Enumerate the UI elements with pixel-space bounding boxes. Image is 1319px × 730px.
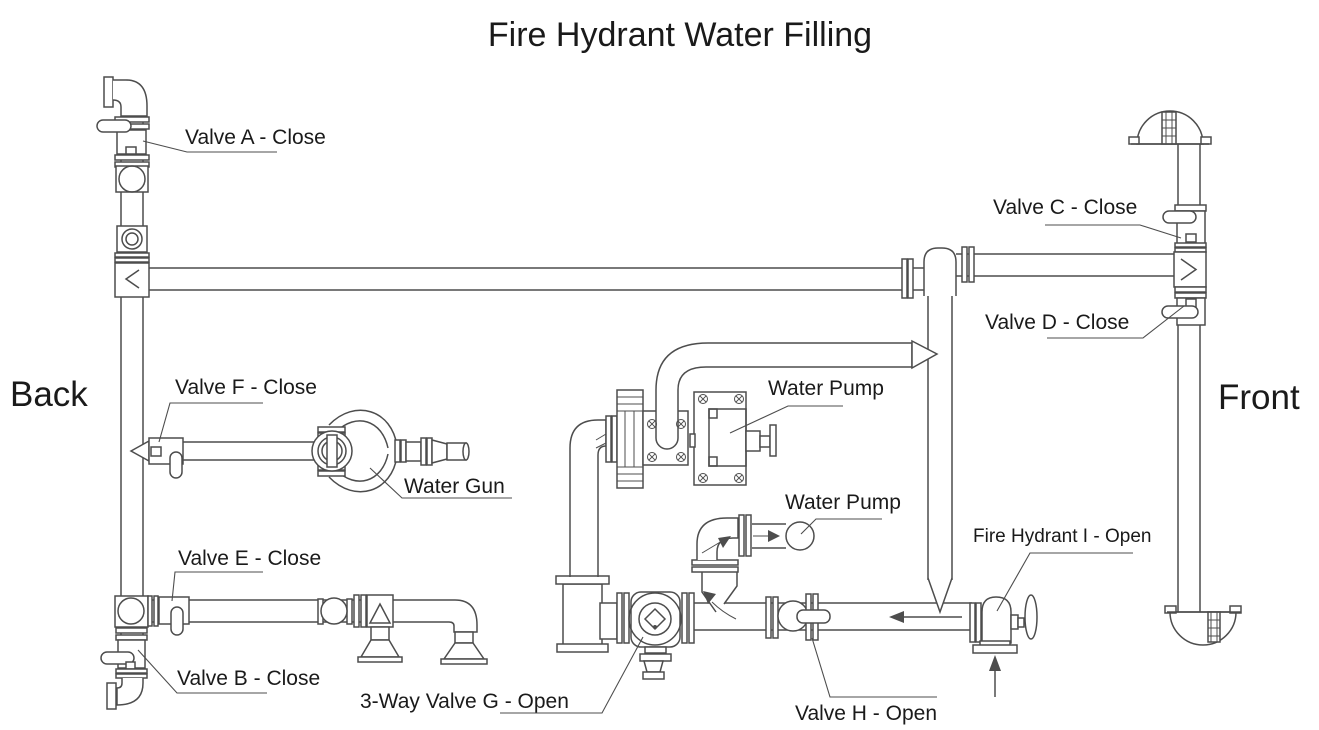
main-pipe-tee-front — [1173, 251, 1207, 299]
pipe-flange — [103, 76, 114, 108]
back-riser-pipe — [96, 76, 150, 710]
valve-a-label: Valve A - Close — [185, 126, 326, 149]
bottom-pipe-run — [694, 577, 972, 631]
valve-b — [100, 639, 148, 679]
leader-valve-g — [500, 636, 644, 714]
valve-f — [148, 437, 184, 479]
pipe-flange — [907, 258, 914, 299]
leader-water-pump-secondary — [800, 518, 882, 535]
water-pump-secondary-label: Water Pump — [785, 491, 901, 514]
leader-valve-d — [1047, 305, 1185, 339]
pipe-flange — [901, 258, 908, 299]
water-pump-main-assembly — [569, 339, 939, 577]
valve-e-handle — [170, 606, 184, 636]
secondary-pump-branch — [691, 514, 815, 620]
pipe-flange — [968, 246, 975, 283]
downcomer-pipe — [927, 296, 953, 580]
strainer-tee — [357, 594, 403, 663]
hydrant-i-label: Fire Hydrant I - Open — [973, 526, 1151, 547]
leader-water-pump-main — [729, 405, 843, 434]
valve-f-handle — [169, 451, 183, 479]
valve-a — [96, 119, 150, 168]
leader-valve-b — [137, 649, 267, 694]
valve-e-branch — [147, 594, 488, 665]
water-gun — [311, 409, 470, 493]
downcomer-outlet-arrow — [927, 577, 953, 615]
orientation-back-label: Back — [10, 375, 88, 414]
hydrant-bonnet — [981, 596, 1012, 644]
tee-junction-fitting — [923, 247, 957, 296]
leader-lines — [137, 140, 1185, 714]
valve-f-branch — [148, 409, 470, 493]
bell-foot — [359, 639, 401, 658]
flow-arrow-icon — [718, 536, 731, 548]
valve-h-handle — [796, 609, 831, 624]
round-coupling — [317, 597, 353, 625]
leader-water-gun — [369, 467, 512, 499]
flow-arrow-up-icon — [989, 655, 1001, 671]
labels: Fire Hydrant Water Filling Back Front Va… — [10, 16, 1300, 725]
flow-arrow-left-icon — [889, 611, 904, 623]
valve-f-label: Valve F - Close — [175, 376, 317, 399]
flow-arrow-icon — [768, 530, 780, 542]
main-pipe-run — [149, 246, 1174, 299]
branch-elbow — [696, 517, 739, 560]
stand-pipe — [562, 583, 603, 646]
valve-b-label: Valve B - Close — [177, 667, 320, 690]
top-elbow — [112, 79, 148, 117]
valve-d-handle — [1161, 305, 1199, 319]
dome-top — [1128, 110, 1212, 145]
leader-valve-h — [811, 637, 937, 698]
bottom-elbow — [116, 678, 144, 706]
sight-glass-coupling — [114, 225, 150, 263]
flow-arrow-right-icon — [911, 339, 939, 370]
valve-g-label: 3-Way Valve G - Open — [360, 690, 569, 713]
valve-h-label: Valve H - Open — [795, 702, 937, 725]
leader-hydrant-i — [996, 552, 1133, 612]
valve-d-label: Valve D - Close — [985, 311, 1129, 334]
flow-chevron-left-icon — [124, 269, 140, 289]
water-pump-main-label: Water Pump — [768, 377, 884, 400]
hydrant-handwheel — [1024, 594, 1038, 640]
valve-a-handle — [96, 119, 132, 133]
valve-c-handle — [1162, 210, 1197, 224]
water-gun-label: Water Gun — [404, 475, 505, 498]
front-riser-pipe — [1128, 110, 1242, 646]
fire-hydrant-i — [969, 594, 1038, 697]
three-way-valve-g — [555, 575, 695, 680]
gun-nozzle-cone — [431, 439, 448, 464]
main-pipe-tee — [114, 262, 150, 298]
orientation-front-label: Front — [1218, 378, 1300, 417]
flow-chevron-right-icon — [1180, 258, 1198, 281]
pump-shaft — [745, 424, 777, 457]
leader-valve-e — [171, 571, 263, 602]
branch-ball-tee — [114, 595, 149, 641]
diagram-title: Fire Hydrant Water Filling — [488, 16, 872, 54]
valve-e — [158, 596, 190, 636]
pipe-flange — [961, 246, 968, 283]
valve-d — [1161, 297, 1206, 326]
end-elbow-foot — [440, 599, 488, 665]
pump-inlet-elbow — [569, 419, 607, 490]
branch-arrow-fitting — [129, 439, 150, 463]
pump-motor — [616, 389, 644, 489]
valve-c — [1162, 210, 1207, 253]
pump-casing — [689, 391, 747, 486]
leader-valve-a — [142, 140, 277, 153]
leader-valve-c — [1045, 224, 1182, 239]
bell-foot — [442, 642, 486, 660]
pipe-flange — [106, 682, 117, 710]
leader-valve-f — [158, 402, 263, 443]
water-pump-secondary-symbol — [785, 521, 815, 551]
ball-coupling — [115, 165, 149, 193]
valve-c-label: Valve C - Close — [993, 196, 1137, 219]
flow-arrow-icon — [703, 591, 716, 604]
valve-b-handle — [100, 651, 135, 665]
valve-h — [765, 593, 831, 641]
pump-discharge-pipe — [655, 342, 913, 450]
dome-bottom — [1164, 605, 1242, 646]
valve-e-label: Valve E - Close — [178, 547, 321, 570]
hose-coupling-outlet — [639, 646, 672, 680]
